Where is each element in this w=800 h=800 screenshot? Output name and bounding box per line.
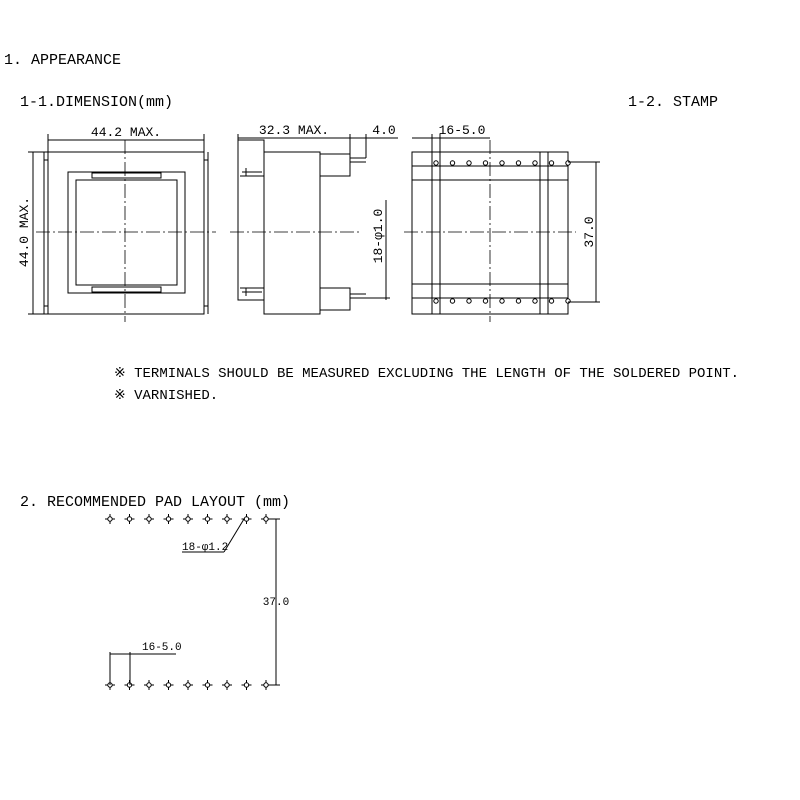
pad-hole bbox=[165, 516, 172, 522]
pads-top-row bbox=[105, 514, 271, 524]
note-terminals: ※ TERMINALS SHOULD BE MEASURED EXCLUDING… bbox=[114, 366, 739, 382]
front-view: 44.2 MAX. 44.0 MAX. bbox=[17, 125, 216, 322]
pad-hole bbox=[107, 516, 113, 522]
pads-bottom-row bbox=[105, 680, 271, 690]
stamp-pin bbox=[515, 160, 522, 166]
dim-height-label: 44.0 MAX. bbox=[17, 197, 32, 267]
pad-hole bbox=[204, 682, 211, 688]
stamp-pin bbox=[482, 160, 489, 166]
stamp-pin bbox=[499, 160, 505, 166]
pad-layout: 18-φ1.2 37.0 16-5.0 bbox=[105, 514, 289, 690]
pad-hole bbox=[185, 516, 191, 522]
pad-hole bbox=[165, 682, 172, 688]
pad-hole bbox=[243, 516, 250, 522]
heading-dimension: 1-1.DIMENSION(mm) bbox=[20, 94, 173, 111]
stamp-pin bbox=[548, 160, 555, 166]
stamp-pin bbox=[532, 160, 538, 166]
pad-pitch-label: 16-5.0 bbox=[142, 642, 182, 654]
side-view: 32.3 MAX. 4.0 18-φ1.0 bbox=[230, 123, 398, 315]
stamp-pin bbox=[532, 298, 538, 304]
pad-hole bbox=[146, 516, 152, 522]
stamp-pins-bottom bbox=[433, 298, 571, 304]
stamp-pins-top bbox=[433, 160, 571, 166]
bottom-view: 16-5.0 37.0 bbox=[404, 123, 600, 322]
dim-terminal-label: 4.0 bbox=[372, 123, 395, 138]
stamp-pin bbox=[499, 298, 505, 304]
pad-hole bbox=[243, 682, 250, 688]
heading-stamp: 1-2. STAMP bbox=[628, 94, 718, 111]
heading-pad-layout: 2. RECOMMENDED PAD LAYOUT (mm) bbox=[20, 494, 290, 511]
dim-depth-label: 32.3 MAX. bbox=[259, 123, 329, 138]
dim-row-spacing-label: 37.0 bbox=[582, 216, 597, 247]
dim-pin-diameter-label: 18-φ1.0 bbox=[371, 209, 386, 264]
pad-hole bbox=[126, 516, 133, 522]
stamp-pin bbox=[548, 298, 555, 304]
stamp-pin bbox=[466, 298, 472, 304]
heading-appearance: 1. APPEARANCE bbox=[4, 52, 121, 69]
stamp-pin bbox=[482, 298, 489, 304]
stamp-pin bbox=[449, 298, 456, 304]
note-varnished: ※ VARNISHED. bbox=[114, 388, 218, 404]
pad-hole-diameter-label: 18-φ1.2 bbox=[182, 542, 228, 554]
stamp-pin bbox=[433, 298, 439, 304]
dim-pitch-label: 16-5.0 bbox=[439, 123, 486, 138]
dim-width-label: 44.2 MAX. bbox=[91, 125, 161, 140]
stamp-pin bbox=[565, 298, 571, 304]
pad-hole bbox=[263, 516, 269, 522]
stamp-pin bbox=[565, 160, 571, 166]
pad-hole bbox=[224, 516, 230, 522]
pad-hole bbox=[204, 516, 211, 522]
stamp-pin bbox=[449, 160, 456, 166]
stamp-pin bbox=[515, 298, 522, 304]
pad-hole bbox=[185, 682, 191, 688]
stamp-pin bbox=[466, 160, 472, 166]
pad-hole bbox=[263, 682, 269, 688]
stamp-pin bbox=[433, 160, 439, 166]
pad-hole bbox=[224, 682, 230, 688]
pad-row-spacing-label: 37.0 bbox=[263, 597, 289, 609]
pad-hole bbox=[146, 682, 152, 688]
